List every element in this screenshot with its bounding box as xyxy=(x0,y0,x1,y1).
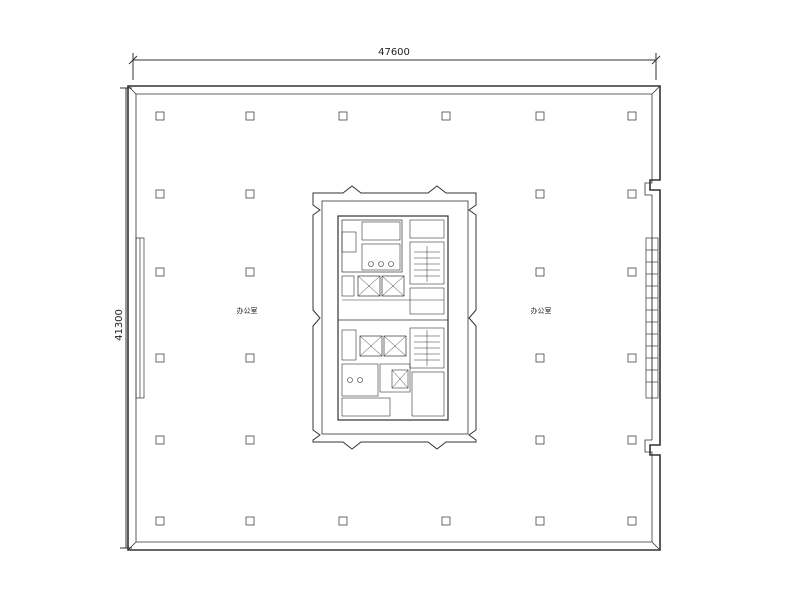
structural-column xyxy=(627,516,637,526)
west-window xyxy=(135,237,145,399)
structural-column xyxy=(535,189,545,199)
office-east-label: 办公室 xyxy=(531,306,552,315)
structural-column xyxy=(535,111,545,121)
structural-column xyxy=(245,267,255,277)
structural-column xyxy=(245,516,255,526)
east-window xyxy=(645,237,659,399)
structural-column xyxy=(155,189,165,199)
depth-dimension-label: 41300 xyxy=(114,309,125,341)
width-dimension-label: 47600 xyxy=(378,47,410,58)
structural-column xyxy=(245,111,255,121)
structural-column xyxy=(627,189,637,199)
structural-column xyxy=(155,111,165,121)
width-dimension xyxy=(128,53,661,80)
structural-column xyxy=(627,267,637,277)
structural-column xyxy=(627,435,637,445)
structural-column xyxy=(441,111,451,121)
exterior-wall xyxy=(127,85,661,551)
structural-column xyxy=(627,353,637,363)
structural-column xyxy=(535,353,545,363)
structural-column xyxy=(155,267,165,277)
structural-column xyxy=(245,435,255,445)
structural-column xyxy=(245,353,255,363)
structural-column xyxy=(155,435,165,445)
structural-column xyxy=(155,353,165,363)
structural-column xyxy=(245,189,255,199)
structural-column xyxy=(155,516,165,526)
structural-column xyxy=(338,516,348,526)
structural-column xyxy=(535,516,545,526)
structural-column xyxy=(535,435,545,445)
structural-column xyxy=(338,111,348,121)
office-west-label: 办公室 xyxy=(237,306,258,315)
building-core xyxy=(312,185,477,450)
structural-column xyxy=(535,267,545,277)
structural-column xyxy=(441,516,451,526)
column-grid xyxy=(155,111,637,526)
structural-column xyxy=(627,111,637,121)
